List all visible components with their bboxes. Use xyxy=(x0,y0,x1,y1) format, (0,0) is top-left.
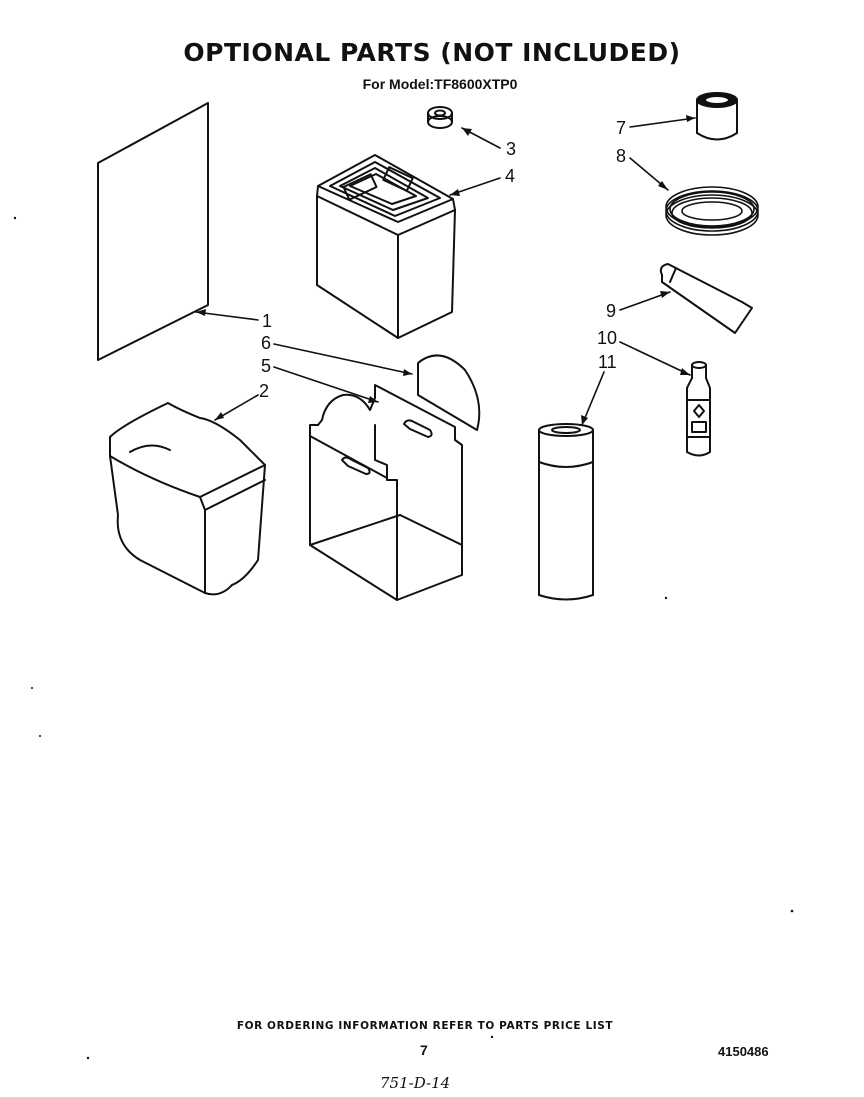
part-11-spray-can xyxy=(538,423,594,601)
callout-2: 2 xyxy=(259,381,269,401)
leader-lines xyxy=(195,117,696,426)
callout-5: 5 xyxy=(261,356,271,376)
part-6-half-moon xyxy=(417,354,481,431)
part-9-tube xyxy=(659,263,753,334)
part-1-sheet xyxy=(97,102,209,361)
callout-4: 4 xyxy=(505,166,515,186)
callout-1: 1 xyxy=(262,311,272,331)
callout-10: 10 xyxy=(597,328,617,348)
callout-11: 11 xyxy=(598,352,617,372)
part-8-coiled-cord xyxy=(665,186,759,236)
ordering-note: FOR ORDERING INFORMATION REFER TO PARTS … xyxy=(236,1020,614,1032)
callout-3: 3 xyxy=(506,139,516,159)
callout-8: 8 xyxy=(616,146,626,166)
part-4-container xyxy=(316,154,456,339)
part-2-bag xyxy=(109,402,266,596)
model-subtitle: For Model:TF8600XTP0 xyxy=(362,76,518,92)
callout-9: 9 xyxy=(606,301,616,321)
callout-7: 7 xyxy=(616,118,626,138)
part-5-caddy xyxy=(309,384,463,601)
document-number: 4150486 xyxy=(718,1044,769,1059)
part-3-cap xyxy=(427,106,453,129)
callout-6: 6 xyxy=(261,333,271,353)
scan-specks xyxy=(13,216,794,1060)
page-title: OPTIONAL PARTS (NOT INCLUDED) xyxy=(183,38,681,67)
page-number: 7 xyxy=(420,1042,428,1058)
part-10-bottle xyxy=(686,361,711,457)
part-7-roll xyxy=(696,92,738,141)
handwritten-code: 751-D-14 xyxy=(380,1074,451,1092)
leader-arrowheads xyxy=(196,115,695,425)
